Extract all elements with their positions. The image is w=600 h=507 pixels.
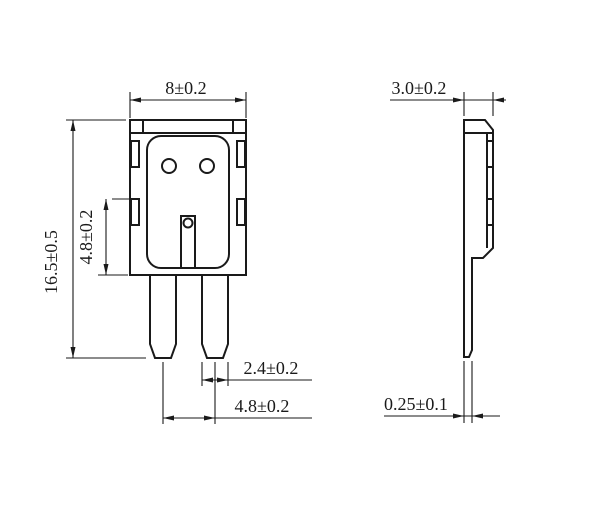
dim-side-blade-thickness: 0.25±0.1 (384, 361, 500, 423)
dimensions: 8±0.2 16.5±0.5 4.8±0.2 (41, 78, 506, 424)
front-inner-face-outline (146, 135, 230, 269)
dim-side-thickness-label: 3.0±0.2 (392, 78, 447, 98)
front-terminal-left (149, 274, 177, 359)
dim-front-width-label: 8±0.2 (165, 78, 206, 98)
arrowhead (103, 199, 109, 210)
side-view (463, 119, 494, 358)
front-clip-window-right-lower (236, 198, 246, 226)
side-profile-outline (463, 119, 494, 358)
front-clip-window-left-lower (130, 198, 140, 226)
arrowhead (70, 120, 76, 131)
arrowhead (453, 97, 464, 103)
dim-front-terminal-width: 2.4±0.2 (201, 358, 312, 386)
dim-front-overall-height-label: 16.5±0.5 (41, 230, 61, 294)
arrowhead (70, 347, 76, 358)
dim-front-body-height-label: 4.8±0.2 (76, 210, 96, 265)
front-clip-window-left-upper (130, 140, 140, 168)
front-terminal-right (201, 274, 229, 359)
dim-side-blade-thickness-label: 0.25±0.1 (384, 394, 448, 414)
arrowhead (235, 97, 246, 103)
dim-front-terminal-pitch: 4.8±0.2 (162, 362, 312, 424)
front-clip-window-right-upper (236, 140, 246, 168)
arrowhead (453, 413, 464, 419)
front-slot-hole (182, 217, 194, 229)
front-body-outline (129, 119, 247, 276)
dim-front-body-height: 4.8±0.2 (76, 198, 129, 276)
arrowhead (202, 377, 213, 383)
arrowhead (493, 97, 504, 103)
front-hole-left (161, 158, 177, 174)
front-view (129, 119, 247, 359)
dim-side-thickness: 3.0±0.2 (390, 78, 506, 116)
arrowhead (163, 415, 174, 421)
arrowhead (130, 97, 141, 103)
dim-front-width: 8±0.2 (129, 78, 247, 118)
dim-front-overall-height: 16.5±0.5 (41, 119, 146, 359)
arrowhead (204, 415, 215, 421)
front-center-slot (180, 215, 196, 269)
arrowhead (103, 264, 109, 275)
dim-front-terminal-width-label: 2.4±0.2 (244, 358, 299, 378)
arrowhead (217, 377, 228, 383)
arrowhead (472, 413, 483, 419)
front-hole-right (199, 158, 215, 174)
dim-front-terminal-pitch-label: 4.8±0.2 (235, 396, 290, 416)
